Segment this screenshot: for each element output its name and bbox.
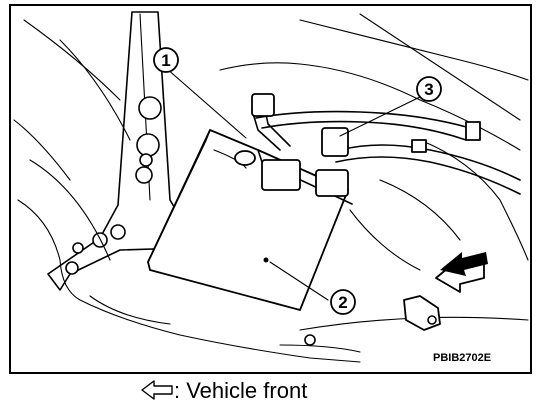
callout-3: 3 bbox=[416, 76, 442, 102]
callout-2-number: 2 bbox=[338, 293, 347, 312]
callout-2: 2 bbox=[330, 289, 356, 315]
vehicle-front-arrow bbox=[435, 252, 488, 293]
evap-hoses bbox=[251, 93, 521, 195]
evap-canister bbox=[147, 129, 353, 311]
leader-lines bbox=[165, 67, 423, 301]
caption-text: : Vehicle front bbox=[174, 378, 307, 403]
callout-1-number: 1 bbox=[161, 51, 170, 70]
callout-3-number: 3 bbox=[424, 80, 433, 99]
callout-1: 1 bbox=[153, 47, 179, 73]
left-arrow-outline-icon bbox=[141, 380, 173, 400]
figure-code: PBIB2702E bbox=[433, 352, 491, 364]
vehicle-frame-structure bbox=[13, 11, 529, 363]
caption: : Vehicle front bbox=[141, 378, 307, 403]
mounting-bracket bbox=[403, 295, 441, 331]
